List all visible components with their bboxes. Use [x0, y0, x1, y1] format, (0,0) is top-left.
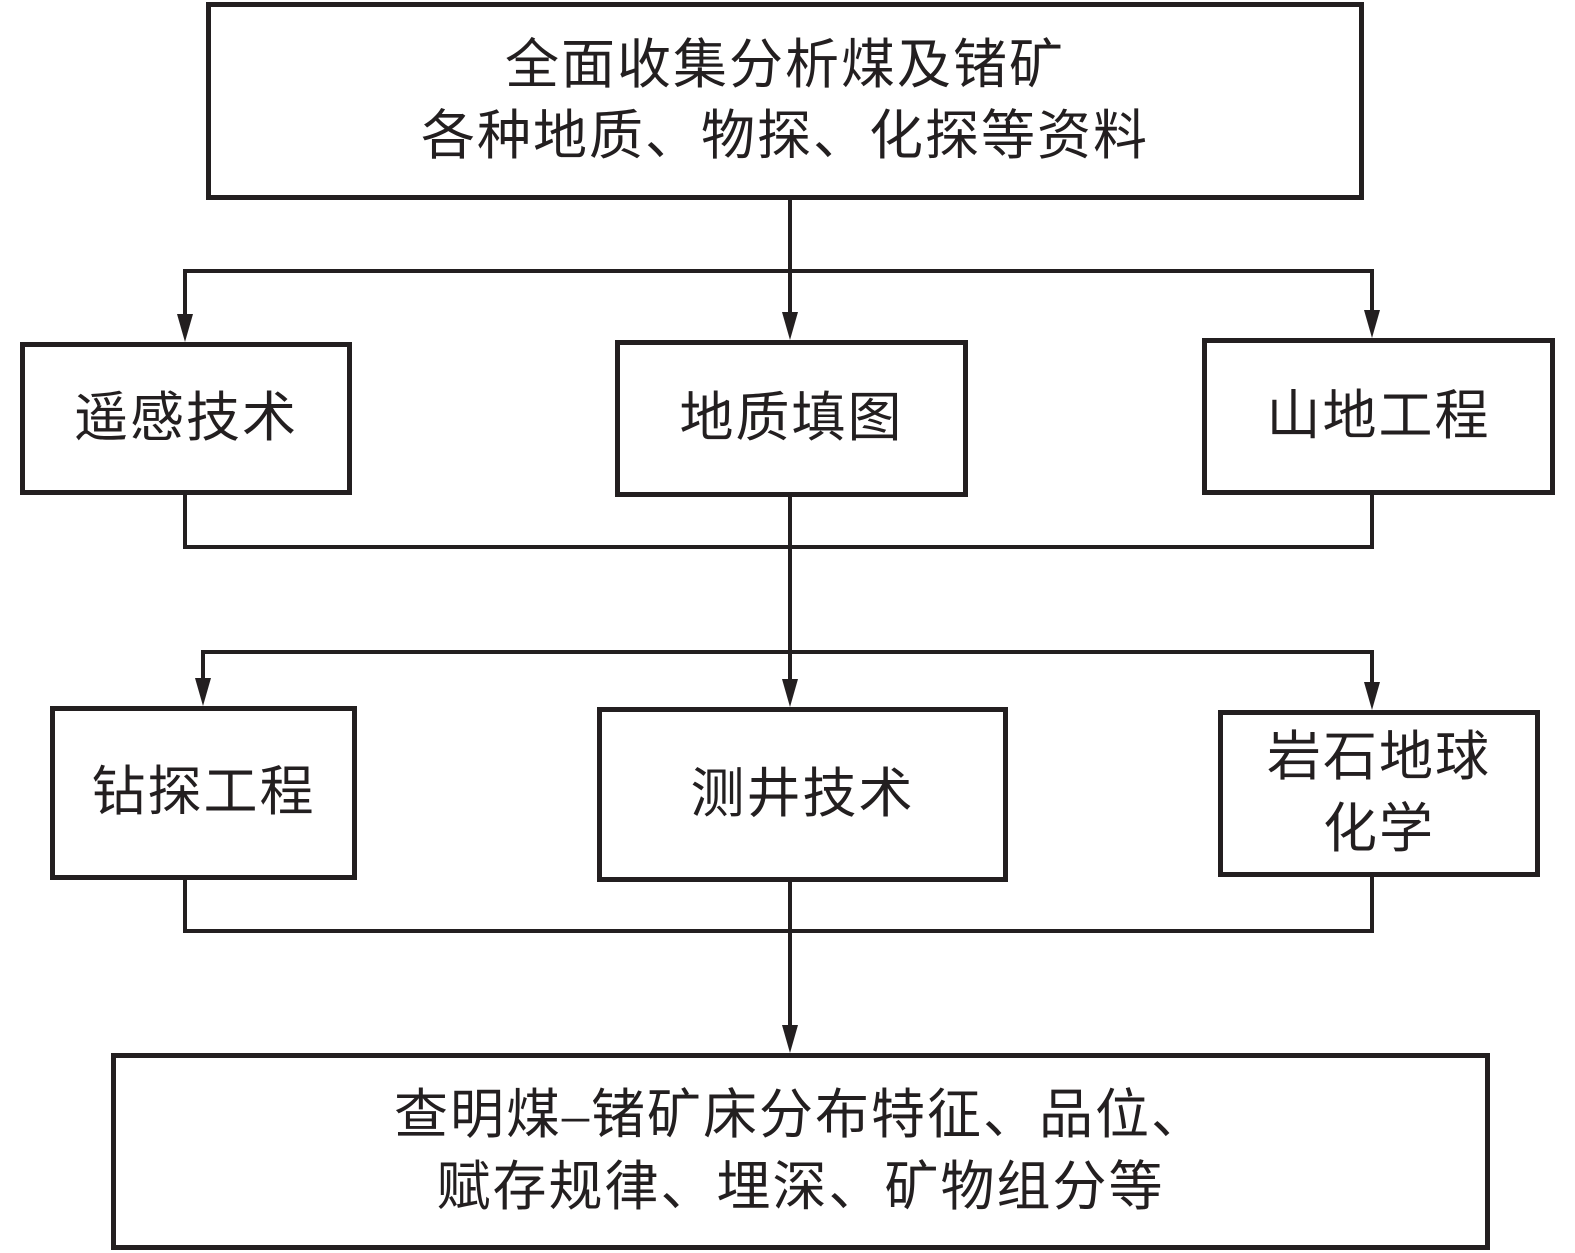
node-text-line: 岩石地球	[1267, 727, 1491, 788]
node-rock-geochemistry: 岩石地球 化学	[1218, 710, 1540, 877]
node-exploration-results: 查明煤–锗矿床分布特征、品位、 赋存规律、埋深、矿物组分等	[111, 1053, 1490, 1250]
arrow-down-icon	[782, 312, 798, 340]
node-text-line: 查明煤–锗矿床分布特征、品位、	[394, 1085, 1207, 1146]
node-well-logging: 测井技术	[597, 707, 1008, 882]
node-text-line: 钻探工程	[91, 762, 316, 823]
node-geologic-mapping: 地质填图	[615, 340, 968, 497]
node-mountain-engineering: 山地工程	[1202, 338, 1555, 495]
node-text-line: 化学	[1323, 798, 1435, 859]
arrow-down-icon	[782, 679, 798, 707]
node-text-line: 测井技术	[690, 763, 915, 824]
arrow-down-icon	[782, 1025, 798, 1053]
edge-top-to-row2	[177, 198, 1380, 342]
arrow-down-icon	[1364, 310, 1380, 338]
arrow-down-icon	[195, 678, 211, 706]
node-drilling-engineering: 钻探工程	[50, 706, 357, 880]
node-text-line: 遥感技术	[74, 387, 298, 448]
edge-row3-to-bottom	[183, 875, 1374, 1053]
node-remote-sensing: 遥感技术	[20, 342, 352, 495]
node-text-line: 地质填图	[679, 387, 904, 448]
node-text-line: 山地工程	[1266, 385, 1491, 446]
node-text-line: 各种地质、物探、化探等资料	[421, 106, 1149, 166]
arrow-down-icon	[1364, 682, 1380, 710]
node-text-line: 赋存规律、埋深、矿物组分等	[436, 1156, 1165, 1217]
node-text-line: 全面收集分析煤及锗矿	[505, 34, 1065, 95]
arrow-down-icon	[177, 314, 193, 342]
node-collect-analyze-data: 全面收集分析煤及锗矿 各种地质、物探、化探等资料	[206, 2, 1364, 200]
edge-row2-to-row3	[183, 492, 1380, 710]
